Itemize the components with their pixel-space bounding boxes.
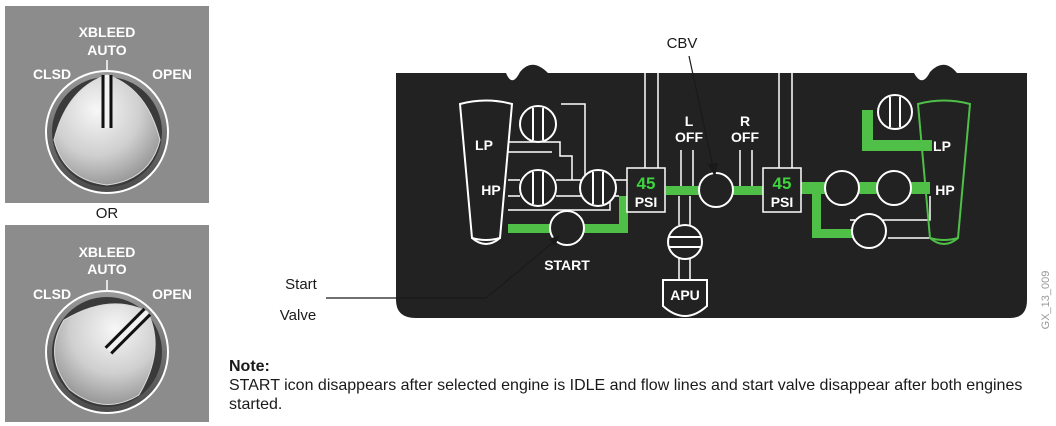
pressure-indicator-right: 45 PSI <box>762 167 802 213</box>
xbleed-rotary-knob[interactable] <box>32 274 185 426</box>
callout-start-valve: Start Valve <box>280 235 560 324</box>
callout-cbv-label: CBV <box>667 35 698 52</box>
crossbleed-valve <box>698 172 734 208</box>
knob-pointer-line <box>104 307 146 349</box>
pressure-box <box>762 167 802 213</box>
bleed-duct <box>561 103 586 180</box>
left-lp-label: LP <box>475 137 493 153</box>
callout-arrowhead <box>708 163 718 177</box>
valve-circle <box>519 169 557 207</box>
knob-label-auto: AUTO <box>87 261 127 277</box>
bleed-synoptic: LP HP START 45 PSI APU L OFF R <box>396 64 1027 318</box>
callout-leader <box>688 55 715 173</box>
note-title: Note: <box>229 358 270 375</box>
knob-pointer-fill <box>107 310 149 352</box>
pack-duct-right <box>778 73 793 168</box>
knob-title: XBLEED <box>79 24 136 40</box>
apu-duct <box>678 196 691 280</box>
xbleed-knob-panel-auto: XBLEED AUTO CLSD OPEN <box>5 6 209 203</box>
callout-arrowhead <box>549 235 560 246</box>
pack-right-indicator: R OFF <box>731 113 759 186</box>
note-text: START icon disappears after selected eng… <box>229 377 1023 413</box>
prsov-left <box>579 169 617 207</box>
xbleed-knob-panel-open: XBLEED AUTO CLSD OPEN <box>5 225 209 426</box>
apu-valve <box>667 224 703 260</box>
left-engine: LP HP START <box>458 99 627 273</box>
start-label: START <box>544 257 590 273</box>
pack-right-state: OFF <box>731 129 759 145</box>
flow-line <box>862 110 873 151</box>
apu-label: APU <box>670 287 700 303</box>
pack-left-state: OFF <box>675 129 703 145</box>
flow-line <box>812 182 821 238</box>
hp-valve-left <box>519 169 557 207</box>
note-block: Note: START icon disappears after select… <box>229 357 1029 414</box>
prsov-right <box>824 170 860 206</box>
pack-duct <box>680 150 694 186</box>
pressure-indicator-left: 45 PSI <box>626 167 666 213</box>
valve-circle <box>851 213 887 249</box>
left-engine-outline <box>471 237 501 245</box>
valve-circle <box>824 170 860 206</box>
pressure-box <box>626 167 666 213</box>
pack-duct-left <box>644 73 659 168</box>
apu-symbol: APU <box>662 279 708 318</box>
valve-circle <box>698 172 734 208</box>
knob-label-clsd: CLSD <box>33 66 71 82</box>
flow-line <box>812 229 860 238</box>
valve-circle <box>579 169 617 207</box>
callout-start-valve-line1: Start <box>285 276 318 293</box>
xbleed-rotary-knob[interactable] <box>45 70 169 194</box>
pack-left-side: L <box>685 113 694 129</box>
knob-label-auto: AUTO <box>87 42 127 58</box>
valve-circle <box>519 105 557 143</box>
knob-label-clsd: CLSD <box>33 286 71 302</box>
left-hp-label: HP <box>481 182 500 198</box>
knob-label-open: OPEN <box>152 286 192 302</box>
valve-circle <box>877 94 913 130</box>
pack-left-indicator: L OFF <box>675 113 703 186</box>
flow-line <box>619 196 628 233</box>
knob-title: XBLEED <box>79 244 136 260</box>
callout-cbv: CBV <box>667 35 718 177</box>
pressure-unit-left: PSI <box>635 194 658 210</box>
pack-right-side: R <box>740 113 750 129</box>
flow-line <box>862 140 932 151</box>
knob-grip <box>53 74 161 186</box>
valve-circle <box>667 224 703 260</box>
lp-check-valve-right <box>877 94 913 130</box>
right-engine-outline <box>929 237 959 245</box>
right-lp-label: LP <box>933 138 951 154</box>
callout-leader <box>326 239 557 299</box>
callout-start-valve-line2: Valve <box>280 307 316 324</box>
apu-body <box>662 279 708 318</box>
pack-duct <box>739 150 753 186</box>
pressure-value-right: 45 <box>773 174 792 193</box>
lp-check-valve-left <box>519 105 557 143</box>
pressure-value-left: 45 <box>637 174 656 193</box>
isolation-valve-right <box>851 213 887 249</box>
valve-circle <box>876 170 912 206</box>
knob-pointer-line <box>110 313 152 355</box>
right-engine: LP HP <box>824 94 972 249</box>
or-label: OR <box>96 205 119 222</box>
pressure-unit-right: PSI <box>771 194 794 210</box>
knob-label-open: OPEN <box>152 66 192 82</box>
figure-id: GX_13_009 <box>1040 271 1052 330</box>
hp-valve-right <box>876 170 912 206</box>
right-hp-label: HP <box>935 182 954 198</box>
